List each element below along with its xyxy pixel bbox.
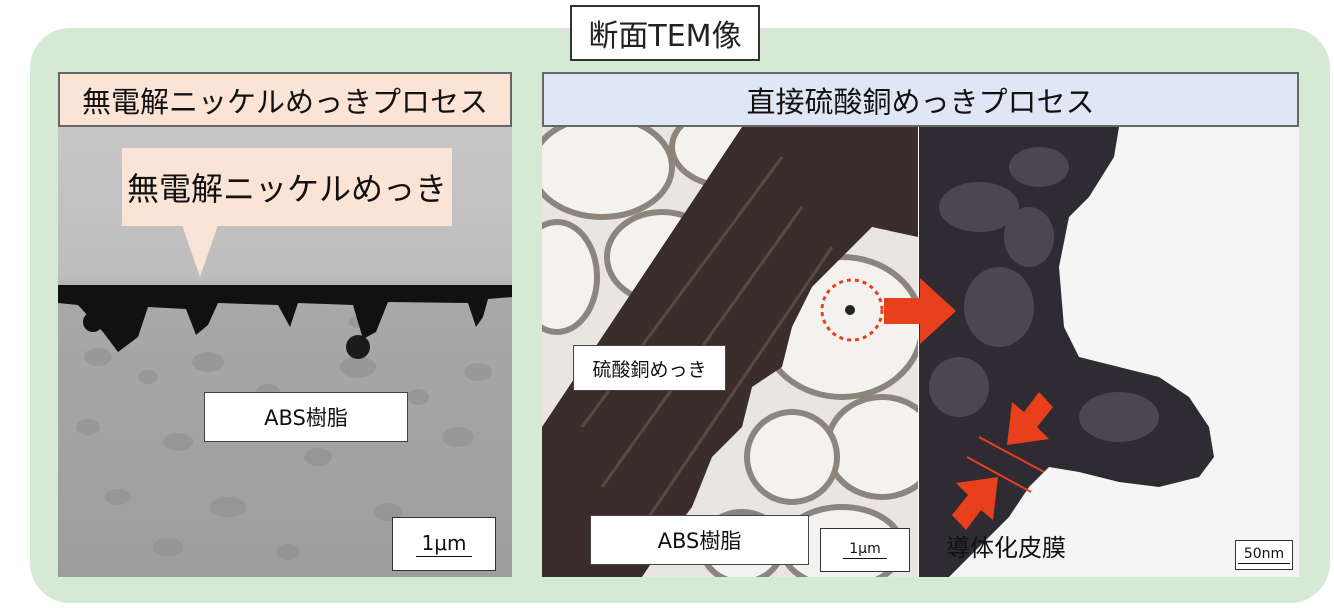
conductive-film-label: 導体化皮膜	[946, 534, 1066, 562]
left-scale-bar: 1μm	[392, 517, 496, 571]
left-panel-header: 無電解ニッケルめっきプロセス	[58, 72, 512, 127]
callout-pointer	[182, 225, 218, 277]
magnify-arrow-icon	[884, 278, 956, 344]
right-scale-text: 50nm	[1237, 546, 1291, 564]
left-scale-text: 1μm	[415, 531, 473, 557]
middle-scale-bar: 1μm	[820, 528, 910, 572]
nickel-plating-callout: 無電解ニッケルめっき	[122, 148, 452, 226]
left-abs-resin-label: ABS樹脂	[204, 392, 408, 442]
right-tem-image	[919, 127, 1299, 577]
right-panel-header: 直接硫酸銅めっきプロセス	[542, 72, 1299, 127]
right-abs-resin-label: ABS樹脂	[590, 515, 809, 565]
middle-scale-text: 1μm	[843, 541, 887, 559]
right-scale-bar: 50nm	[1235, 540, 1293, 570]
page-title: 断面TEM像	[570, 5, 760, 61]
copper-plating-label: 硫酸銅めっき	[573, 345, 726, 391]
middle-tem-image	[542, 127, 918, 577]
